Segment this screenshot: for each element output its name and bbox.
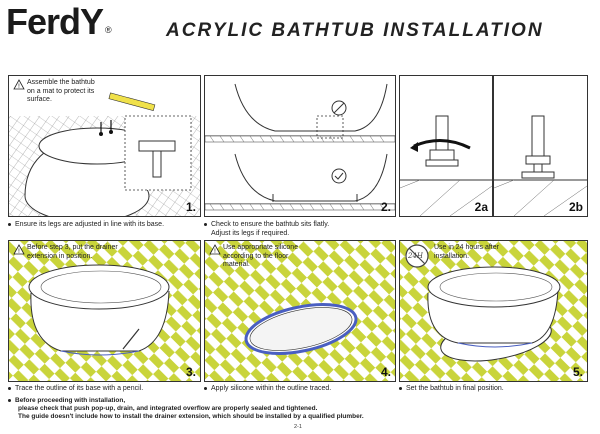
bullet-icon [8, 398, 11, 402]
step-3-number: 3. [185, 365, 196, 379]
step-5-note: Use in 24 hours after installation. [434, 244, 499, 260]
svg-text:!: ! [214, 249, 216, 255]
step-2a-number: 2a [474, 200, 488, 214]
step-1-note: Assemble the bathtub on a mat to protect… [27, 79, 95, 103]
svg-text:!: ! [18, 84, 20, 90]
step-2-caption: Check to ensure the bathtub sits flatly.… [204, 220, 329, 238]
warning-icon: ! [13, 244, 25, 255]
bullet-icon [8, 386, 11, 390]
no-use-24h-icon [405, 244, 429, 268]
step-4-illustration [205, 241, 395, 381]
step-2b-panel: 2b [493, 75, 588, 217]
footnote-line1: Before proceeding with installation, [15, 397, 126, 404]
step-2a-illustration [400, 76, 492, 216]
brand-logo: FerdY® [6, 1, 112, 42]
page-title: ACRYLIC BATHTUB INSTALLATION [166, 20, 544, 41]
warning-icon: ! [209, 244, 221, 255]
step-2b-illustration [494, 115, 587, 216]
step-4-note: Use appropriate silicone according to th… [223, 244, 299, 268]
bullet-icon [204, 386, 207, 390]
warning-icon: ! [13, 79, 25, 90]
bullet-icon [8, 222, 11, 226]
page-number: 2-1 [294, 424, 302, 430]
step-2-panel: 2. [204, 75, 396, 217]
svg-text:!: ! [18, 249, 20, 255]
step-5-caption: Set the bathtub in final position. [399, 384, 504, 393]
step-1-panel: ! Assemble the bathtub on a mat to prote… [8, 75, 201, 217]
step-2b-number: 2b [568, 200, 583, 214]
registered-mark: ® [105, 25, 112, 35]
step-1-number: 1. [185, 200, 196, 214]
step-3-panel: ! Before step 3, put the drainer extensi… [8, 240, 201, 382]
footnote-line2: please check that push pop-up, drain, an… [18, 405, 318, 412]
step-4-caption: Apply silicone within the outline traced… [204, 384, 331, 393]
step-5-number: 5. [572, 365, 583, 379]
step-4-number: 4. [380, 365, 391, 379]
bullet-icon [399, 386, 402, 390]
installation-footnote: Before proceeding with installation, ple… [8, 397, 364, 421]
bullet-icon [204, 222, 207, 226]
step-2-number: 2. [380, 200, 391, 214]
footnote-line3: The guide doesn't include how to install… [18, 413, 364, 420]
step-3-note: Before step 3, put the drainer extension… [27, 244, 118, 260]
step-3-caption-text: Trace the outline of its base with a pen… [15, 385, 144, 392]
step-1-caption: Ensure its legs are adjusted in line wit… [8, 220, 164, 229]
brand-name: FerdY [6, 1, 104, 42]
step-3-illustration [9, 241, 200, 381]
step-3-caption: Trace the outline of its base with a pen… [8, 384, 143, 393]
step-1-illustration [9, 92, 200, 216]
step-5-panel: 24H Use in 24 hours after installation. … [399, 240, 588, 382]
step-2-caption-line1: Check to ensure the bathtub sits flatly. [211, 221, 330, 228]
step-4-panel: ! Use appropriate silicone according to … [204, 240, 396, 382]
step-1-caption-text: Ensure its legs are adjusted in line wit… [15, 221, 165, 228]
step-4-caption-text: Apply silicone within the outline traced… [211, 385, 332, 392]
no-use-badge: 24H [408, 252, 424, 260]
step-5-illustration [400, 241, 587, 381]
step-5-caption-text: Set the bathtub in final position. [406, 385, 504, 392]
step-2-illustration [205, 83, 395, 211]
step-2a-panel: 2a [399, 75, 493, 217]
step-2-caption-line2: Adjust its legs if required. [211, 230, 290, 237]
